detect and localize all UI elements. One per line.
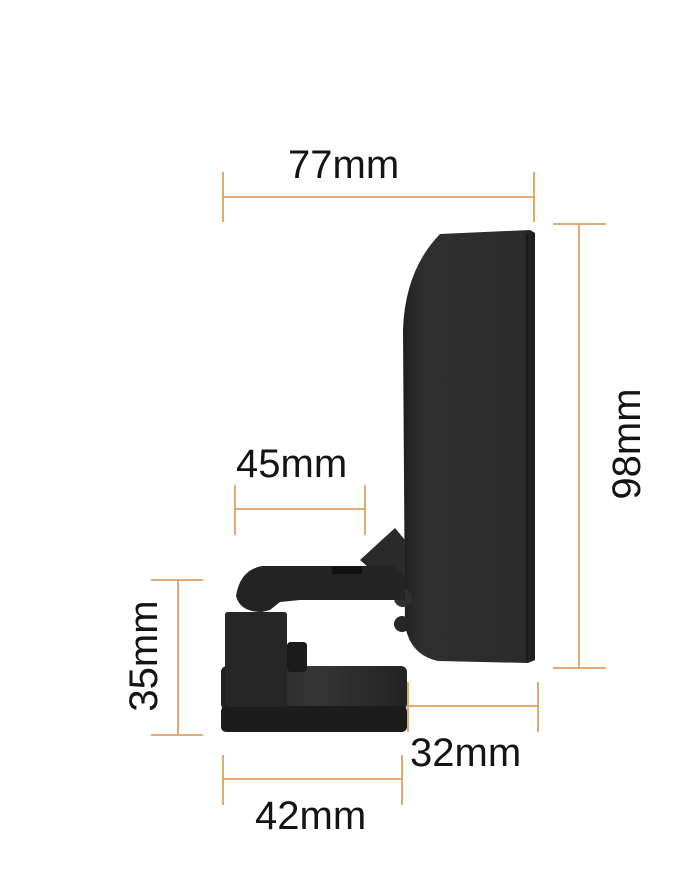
dim-line-42mm [222, 755, 403, 805]
width-77mm-label: 77mm [288, 143, 400, 187]
offset-32mm-label: 32mm [410, 731, 522, 775]
dim-line-98mm [553, 223, 606, 669]
dim-line-45mm [234, 485, 366, 535]
clamp-top-arm [236, 566, 405, 612]
height-98mm-label: 98mm [605, 388, 649, 500]
device-body [403, 230, 535, 663]
clamp-35mm-label: 35mm [122, 600, 166, 712]
dim-line-35mm [151, 579, 203, 736]
base-42mm-label: 42mm [255, 794, 367, 838]
dim-line-32mm [407, 682, 539, 732]
arm-45mm-label: 45mm [236, 442, 348, 486]
clamp-base-plate [221, 612, 407, 732]
dimension-lines [151, 172, 606, 805]
dim-line-77mm [222, 172, 535, 222]
